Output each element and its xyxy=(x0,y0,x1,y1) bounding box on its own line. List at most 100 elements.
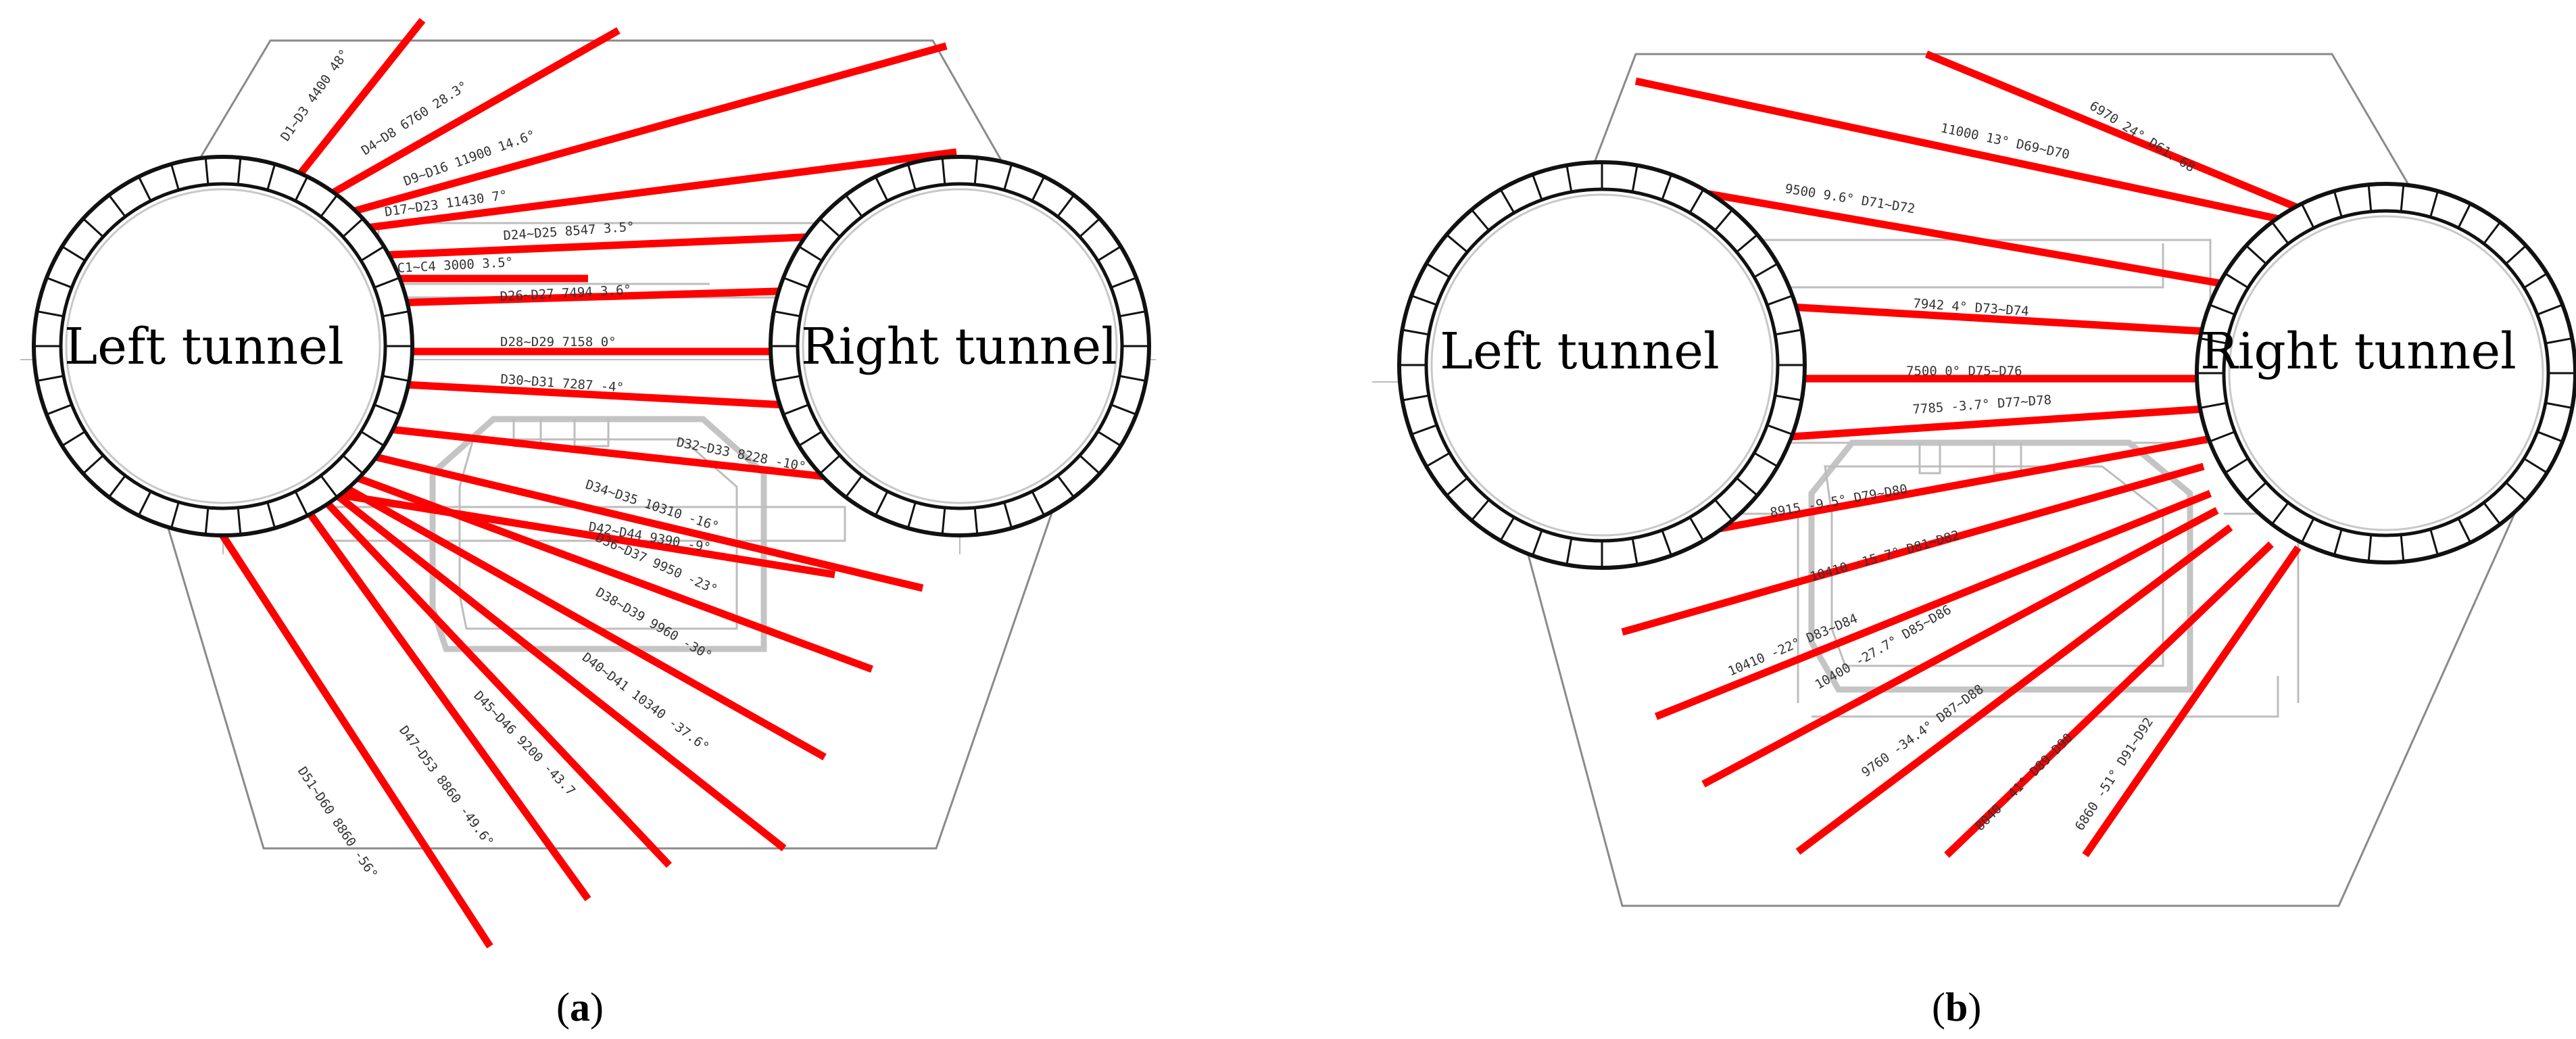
ring-segment-tick xyxy=(320,475,338,498)
ring-segment-tick xyxy=(37,310,64,318)
ring-segment-tick xyxy=(2245,481,2267,502)
ring-segment-tick xyxy=(1111,276,1137,289)
bolt-group-label: D1~D3 4400 48° xyxy=(278,47,352,144)
ring-segment-tick xyxy=(1774,329,1802,336)
ring-segment-tick xyxy=(170,502,180,529)
caption-a: (a) xyxy=(556,985,604,1030)
ring-segment-tick xyxy=(1079,454,1100,475)
ring-segment-tick xyxy=(2429,529,2439,556)
ring-segment-tick xyxy=(1714,209,1733,231)
left-tunnel-label-b: Left tunnel xyxy=(1440,322,1720,381)
ring-segment-tick xyxy=(1766,424,1793,436)
anchor-bolt-line xyxy=(1750,405,2204,443)
ring-segment-tick xyxy=(2209,431,2235,443)
ring-segment-tick xyxy=(2300,518,2315,543)
ring-segment-tick xyxy=(137,491,152,516)
anchor-bolt-line xyxy=(322,498,672,868)
anchor-bolt-line xyxy=(295,27,621,216)
ring-segment-tick xyxy=(342,218,364,238)
ring-segment-tick xyxy=(1056,194,1075,218)
ring-segment-tick xyxy=(1003,502,1013,529)
ring-segment-tick xyxy=(1031,491,1046,516)
right-tunnel-label-b: Right tunnel xyxy=(2200,322,2517,381)
ring-segment-tick xyxy=(2537,304,2563,316)
ring-segment-tick xyxy=(266,164,276,191)
ring-segment-tick xyxy=(374,404,400,416)
ring-segment-tick xyxy=(1119,374,1146,382)
ring-segment-tick xyxy=(2225,272,2249,289)
bolt-group-label: 6970 24° D61、68 xyxy=(2087,99,2197,176)
anchor-bolt-line xyxy=(1924,50,2320,220)
ring-segment-tick xyxy=(1774,394,1802,402)
ring-segment-tick xyxy=(2400,534,2405,562)
ring-segment-tick xyxy=(46,404,72,416)
ring-segment-tick xyxy=(2367,534,2373,562)
anchor-bolt-line xyxy=(2082,545,2302,858)
anchor-bolt-line xyxy=(210,518,493,949)
ring-segment-tick xyxy=(1688,189,1705,214)
bolt-group-label: D51~D60 8860 -56° xyxy=(295,764,381,881)
ring-segment-tick xyxy=(46,276,72,289)
ring-segment-tick xyxy=(1056,475,1075,498)
bolt-group-label: D28~D29 7158 0° xyxy=(500,335,616,349)
ring-segment-tick xyxy=(374,276,400,289)
anchor-bolt-line xyxy=(343,469,873,673)
bolt-group-b xyxy=(1621,50,2320,858)
ring-segment-tick xyxy=(1426,262,1451,279)
ring-segment-tick xyxy=(973,507,979,535)
ring-segment-tick xyxy=(320,194,338,218)
ring-segment-tick xyxy=(1631,165,1638,193)
anchor-bolt-line xyxy=(1944,541,2274,858)
anchor-bolt-line xyxy=(1621,462,2205,636)
left-tunnel-b: Left tunnel xyxy=(1397,160,1807,570)
ring-segment-tick xyxy=(941,158,946,185)
ring-segment-tick xyxy=(845,194,863,218)
ring-segment-tick xyxy=(1766,294,1793,306)
ring-segment-tick xyxy=(382,310,410,318)
ring-segment-tick xyxy=(1688,516,1705,541)
ring-segment-tick xyxy=(783,404,809,416)
ring-segment-tick xyxy=(2400,185,2405,212)
ring-segment-tick xyxy=(1446,234,1468,253)
anchor-bolt-line xyxy=(1689,435,2208,538)
ring-segment-tick xyxy=(819,454,841,475)
ring-segment-tick xyxy=(2483,221,2501,245)
left-tunnel-label-a: Left tunnel xyxy=(64,318,344,376)
ring-segment-tick xyxy=(906,164,917,191)
ring-segment-tick xyxy=(237,507,242,535)
ring-segment-tick xyxy=(783,276,809,289)
ring-segment-tick xyxy=(2200,402,2227,409)
anchor-bolt-line xyxy=(343,445,924,592)
ring-segment-tick xyxy=(2505,245,2527,265)
bolt-group-label: 11000 13° D69~D70 xyxy=(1939,120,2071,162)
anchor-bolt-line xyxy=(354,378,798,410)
ring-segment-tick xyxy=(1411,294,1438,306)
ring-segment-tick xyxy=(2457,518,2472,543)
bolt-group-label: C1~C4 3000 3.5° xyxy=(397,255,514,276)
ring-segment-tick xyxy=(1003,164,1013,191)
ring-segment-tick xyxy=(2367,185,2373,212)
ring-segment-tick xyxy=(1753,452,1778,468)
ring-segment-tick xyxy=(906,502,917,529)
ring-segment-tick xyxy=(342,454,364,475)
bolt-group-label: 7785 -3.7° D77~D78 xyxy=(1912,393,2052,417)
ring-segment-tick xyxy=(1661,529,1673,556)
caption-b: (b) xyxy=(1932,985,1981,1030)
ring-segment-tick xyxy=(37,374,64,382)
ring-segment-tick xyxy=(2300,203,2315,228)
anchor-bolt-line xyxy=(1634,77,2300,227)
anchor-bolt-line xyxy=(1701,507,2219,788)
ring-segment-tick xyxy=(1031,176,1046,201)
ring-segment-tick xyxy=(1736,234,1758,253)
ring-segment-tick xyxy=(137,176,152,201)
ring-segment-tick xyxy=(2457,203,2472,228)
left-tunnel-a: Left tunnel xyxy=(32,155,414,537)
anchor-bolt-line xyxy=(331,489,835,579)
ring-segment-tick xyxy=(1426,452,1451,468)
ring-segment-tick xyxy=(1714,499,1733,521)
anchor-bolt-line xyxy=(1662,182,2225,288)
ring-segment-tick xyxy=(2333,191,2343,218)
ring-segment-tick xyxy=(294,491,309,516)
bolt-group-label: D45~D46 9200 -43.7 xyxy=(470,688,578,798)
anchor-bolt-line xyxy=(351,287,798,308)
